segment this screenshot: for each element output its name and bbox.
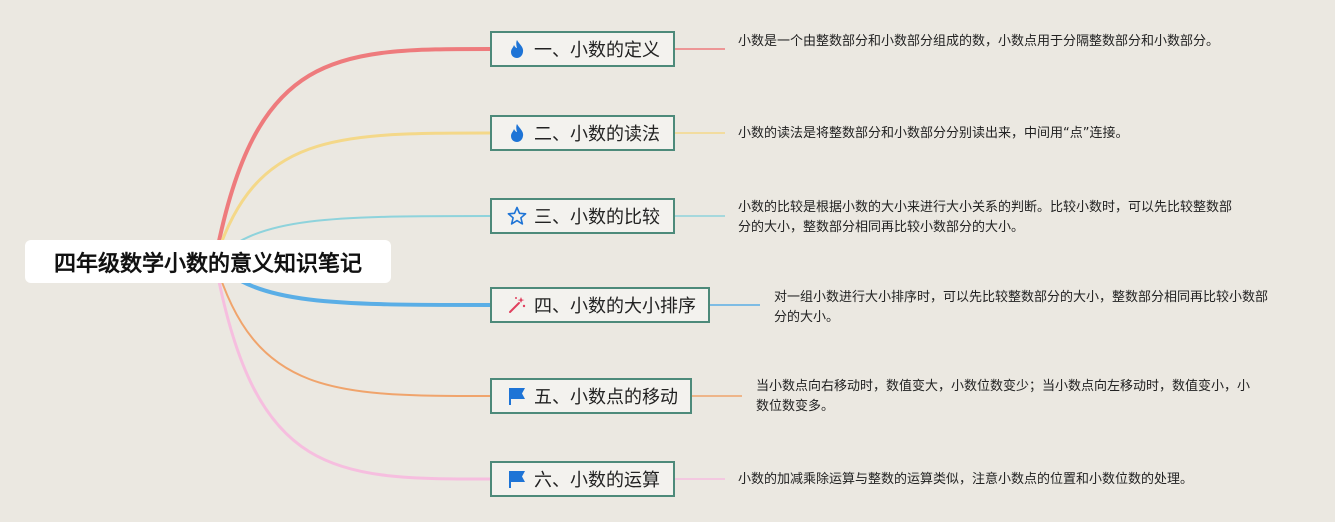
note-decimal-point-move: 当小数点向右移动时，数值变大，小数位数变少；当小数点向左移动时，数值变小，小数位… xyxy=(756,379,1251,414)
topic-decimal-point-move[interactable]: 五、小数点的移动 xyxy=(490,378,692,414)
fire-icon xyxy=(506,122,528,144)
flag-icon xyxy=(506,385,528,407)
central-topic[interactable]: 四年级数学小数的意义知识笔记 xyxy=(25,240,391,283)
fire-icon xyxy=(506,38,528,60)
topic-reading[interactable]: 二、小数的读法 xyxy=(490,115,675,151)
central-topic-title: 四年级数学小数的意义知识笔记 xyxy=(53,251,362,277)
topic-label: 一、小数的定义 xyxy=(534,40,660,61)
note-definition: 小数是一个由整数部分和小数部分组成的数，小数点用于分隔整数部分和小数部分。 xyxy=(738,34,1220,49)
topic-label: 六、小数的运算 xyxy=(534,470,660,491)
flag-icon xyxy=(506,468,528,490)
magic-wand-icon xyxy=(506,294,528,316)
note-ordering: 对一组小数进行大小排序时，可以先比较整数部分的大小，整数部分相同再比较小数部分的… xyxy=(774,290,1269,325)
note-operations: 小数的加减乘除运算与整数的运算类似，注意小数点的位置和小数位数的处理。 xyxy=(738,472,1194,487)
note-comparison: 小数的比较是根据小数的大小来进行大小关系的判断。比较小数时，可以先比较整数部分的… xyxy=(738,200,1233,235)
topic-label: 二、小数的读法 xyxy=(534,124,660,145)
topic-comparison[interactable]: 三、小数的比较 xyxy=(490,198,675,234)
note-reading: 小数的读法是将整数部分和小数部分分别读出来，中间用“点”连接。 xyxy=(738,126,1129,141)
branch-connector xyxy=(213,259,492,481)
topic-label: 三、小数的比较 xyxy=(534,207,660,228)
topic-label: 五、小数点的移动 xyxy=(534,387,678,408)
topic-ordering[interactable]: 四、小数的大小排序 xyxy=(490,287,710,323)
branch-connector xyxy=(214,260,491,397)
star-icon xyxy=(506,205,528,227)
topic-label: 四、小数的大小排序 xyxy=(534,296,696,317)
branch-connector xyxy=(213,131,492,263)
topic-definition[interactable]: 一、小数的定义 xyxy=(490,31,675,67)
topic-operations[interactable]: 六、小数的运算 xyxy=(490,461,675,497)
branch-connector xyxy=(213,47,492,263)
